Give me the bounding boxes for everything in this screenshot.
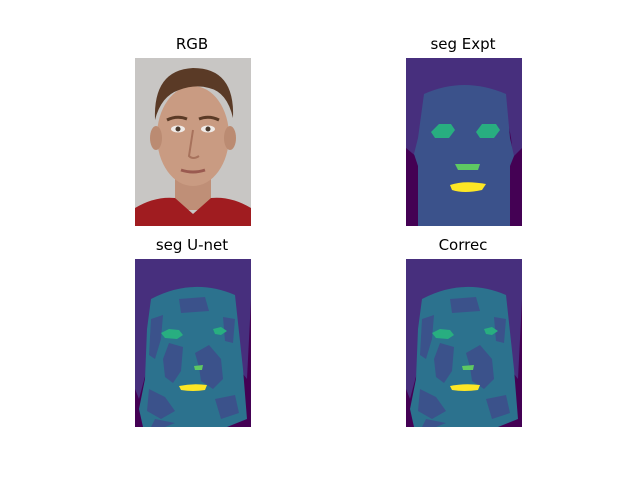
panel-title-seg-unet: seg U-net bbox=[155, 236, 229, 254]
panel-title-rgb: RGB bbox=[175, 35, 209, 53]
unet-segmentation-map bbox=[135, 259, 251, 427]
panel-title-seg-expt: seg Expt bbox=[430, 35, 496, 53]
rgb-face-photo bbox=[135, 58, 251, 226]
corrected-segmentation-map bbox=[406, 259, 522, 427]
expert-segmentation-map bbox=[406, 58, 522, 226]
panel-title-correc: Correc bbox=[438, 236, 488, 254]
